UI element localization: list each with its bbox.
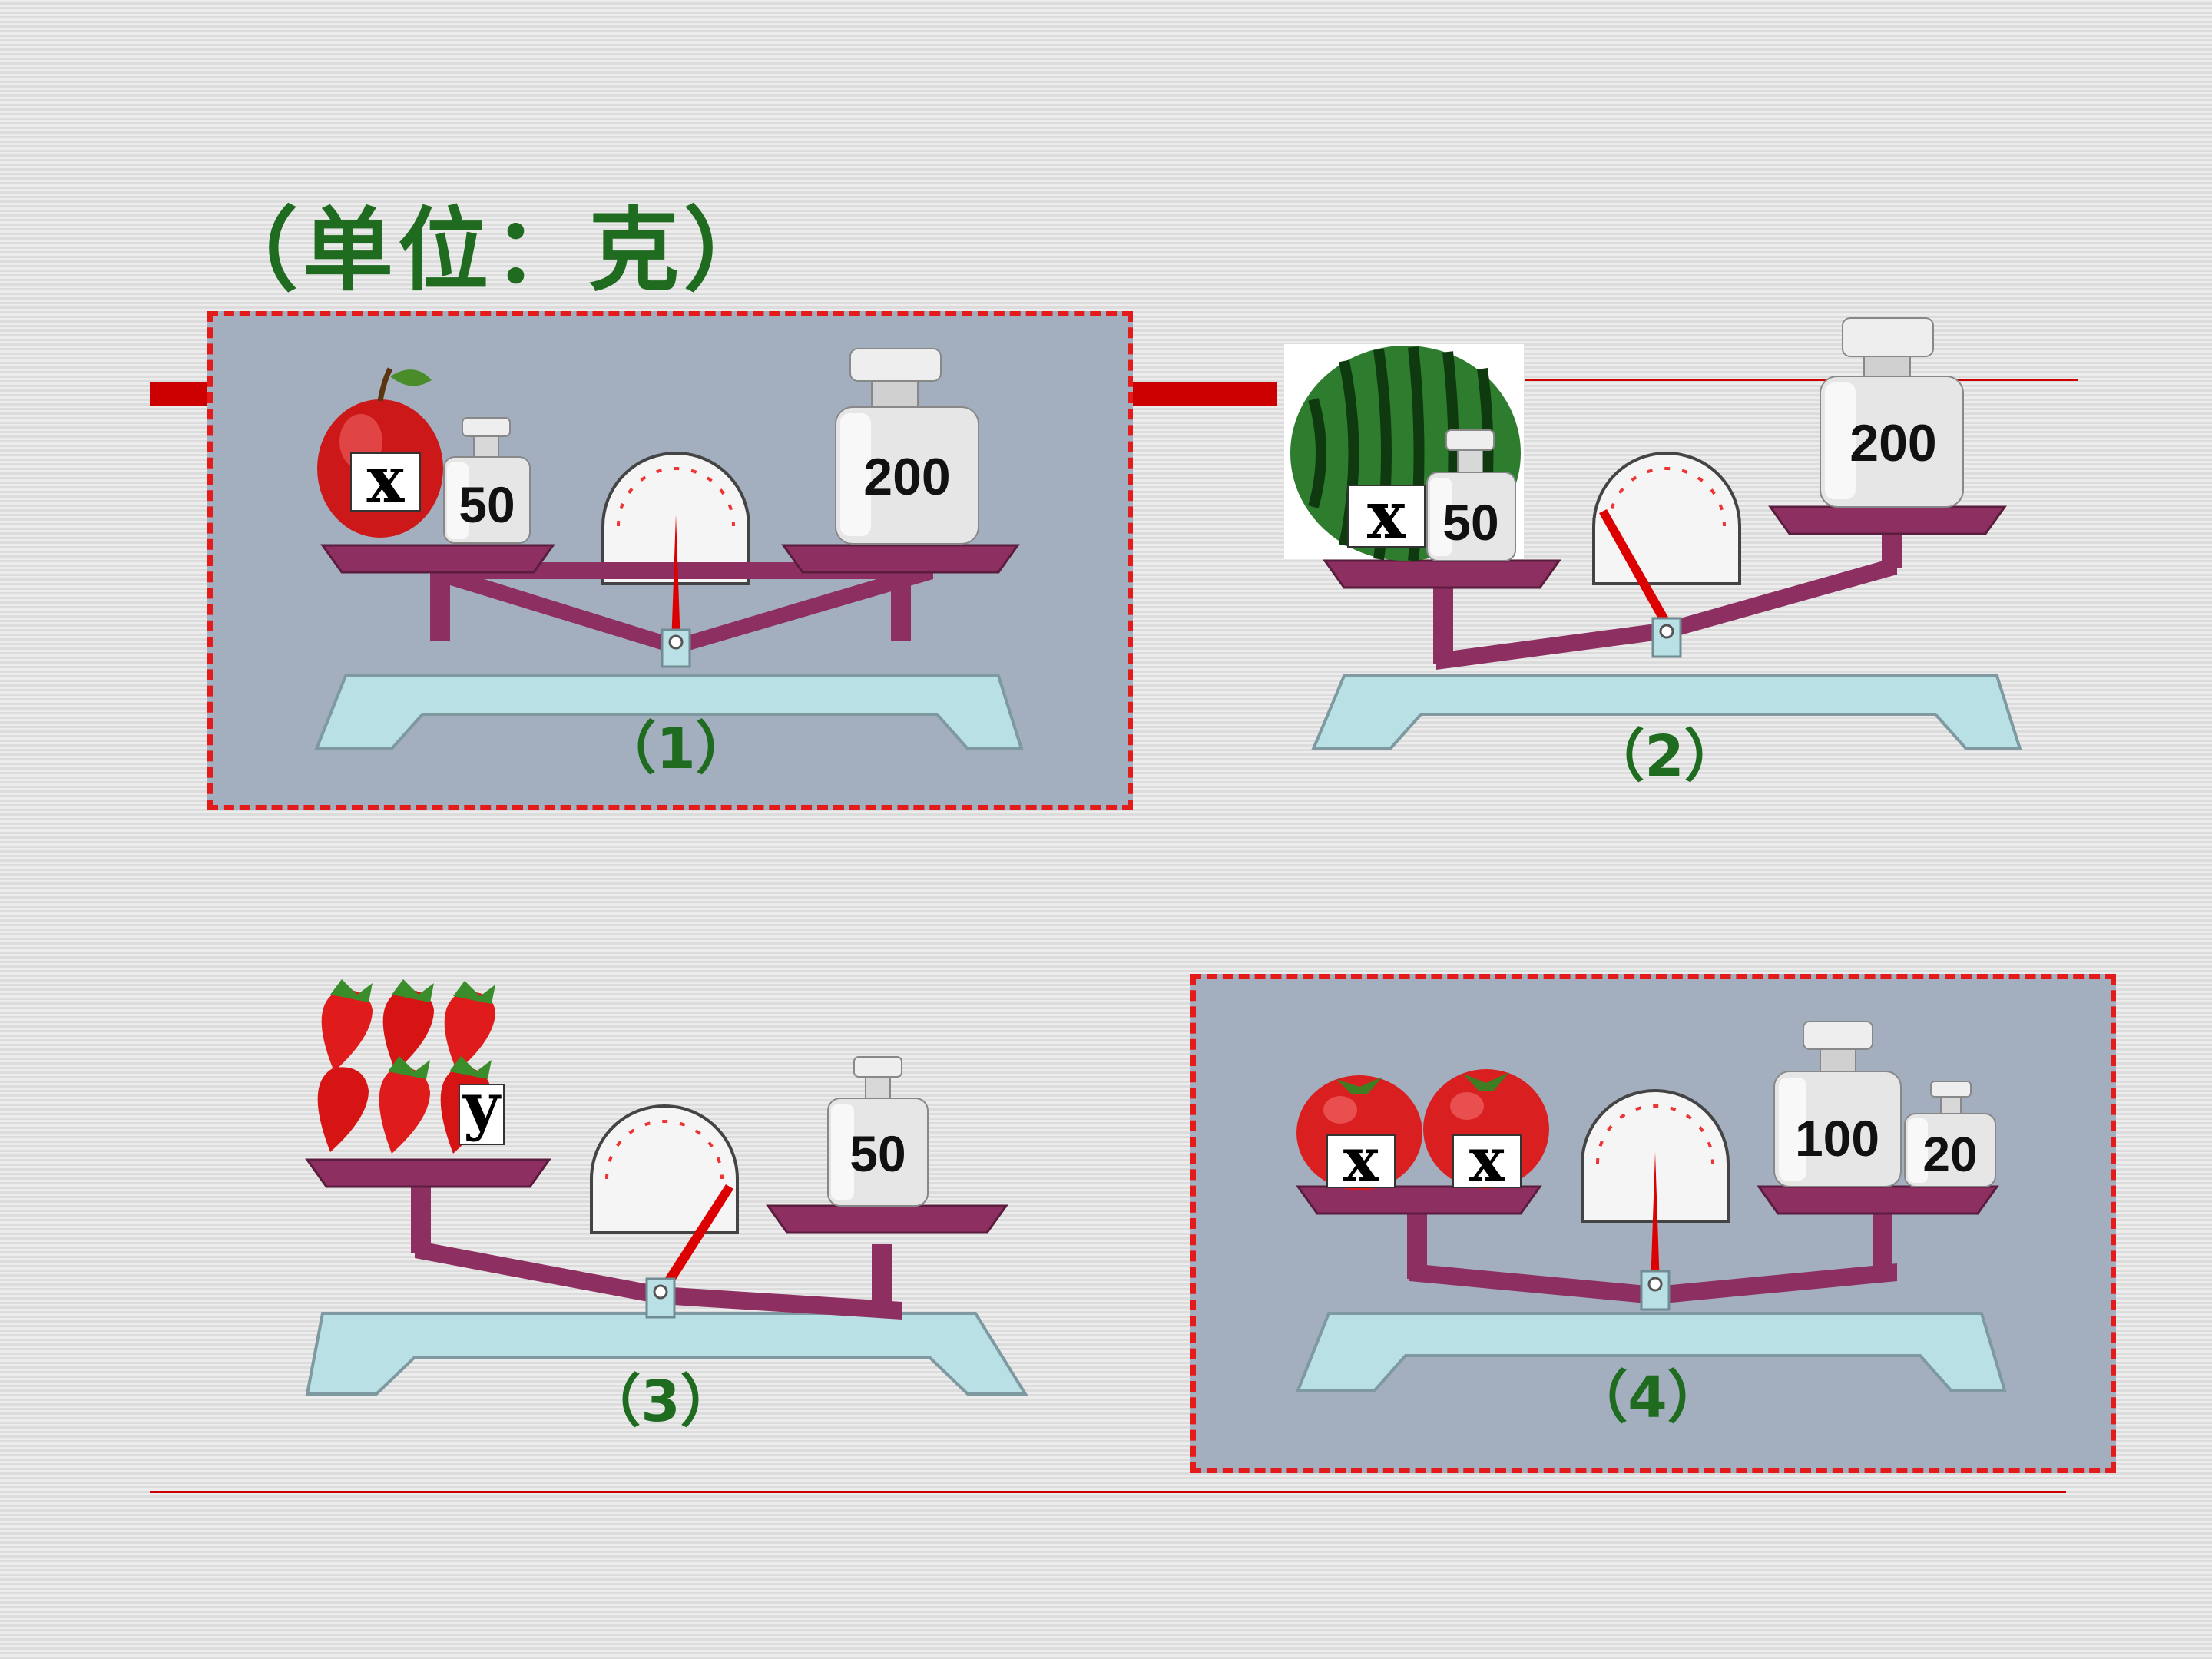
- weight-50-label: 50: [459, 476, 515, 533]
- gauge-needle: [1651, 1152, 1660, 1286]
- weight-50-icon: [1426, 429, 1516, 561]
- pivot: [1647, 1277, 1663, 1292]
- page-title: （单位：克）: [207, 197, 780, 303]
- scale-caption-2: （2）: [1588, 724, 1741, 790]
- weight-50-label: 50: [849, 1125, 906, 1182]
- weight-100-label: 100: [1795, 1110, 1879, 1167]
- scale-base: [1310, 674, 2022, 750]
- weight-200-label: 200: [863, 448, 950, 506]
- weight-200-label: 200: [1849, 414, 1936, 472]
- title-underline-bar-right: [1131, 382, 1277, 406]
- right-pan: [781, 544, 1020, 574]
- unknown-y-label: y: [462, 1069, 502, 1143]
- weight-50-icon: [827, 1056, 929, 1207]
- footer-line: [150, 1491, 2066, 1493]
- weight-200-icon: [835, 348, 979, 545]
- weight-20-icon: [1904, 1081, 1996, 1187]
- scale-caption-4: （4）: [1571, 1365, 1724, 1431]
- scale-caption-1: （1）: [599, 716, 753, 782]
- pivot: [653, 1284, 668, 1300]
- balance-scale-1: x 50 200 （1）: [314, 348, 1024, 782]
- scale-base: [305, 1312, 1028, 1396]
- weight-100-icon: [1773, 1021, 1902, 1187]
- pivot: [1659, 624, 1674, 639]
- gauge-needle: [671, 515, 680, 645]
- title-underline-bar-left: [150, 382, 211, 406]
- right-pan: [766, 1204, 1008, 1234]
- scale-base: [314, 674, 1024, 750]
- balance-scale-4: x x 100 20 （4）: [1296, 1021, 2007, 1431]
- unknown-x-label-1: x: [1343, 1125, 1380, 1195]
- unknown-x-label: x: [367, 443, 406, 517]
- gauge-needle: [656, 1184, 733, 1296]
- scale-base: [1296, 1312, 2007, 1392]
- balance-scale-2: x 50 200 （2）: [1284, 317, 2022, 790]
- scale-beam: [430, 562, 933, 654]
- gauge-dial: [1592, 452, 1741, 585]
- scale-beam: [1436, 557, 1897, 670]
- left-pan: [305, 1158, 551, 1188]
- left-pan: [1323, 559, 1561, 589]
- scale-caption-3: （3）: [584, 1369, 737, 1435]
- right-pan: [1757, 1185, 1999, 1215]
- title-underline-line: [1525, 379, 2078, 381]
- balance-scale-3: y 50 （3）: [305, 979, 1028, 1435]
- unknown-x-label: x: [1367, 477, 1406, 553]
- weight-20-label: 20: [1922, 1127, 1977, 1182]
- weight-200-icon: [1820, 317, 1964, 508]
- unknown-x-label-2: x: [1469, 1125, 1506, 1195]
- left-pan: [320, 544, 555, 574]
- gauge-dial: [590, 1104, 739, 1234]
- right-pan: [1768, 505, 2007, 535]
- weight-50-label: 50: [1442, 494, 1498, 551]
- pivot: [668, 634, 684, 650]
- scale-beam: [415, 1240, 902, 1320]
- weight-50-icon: [443, 417, 531, 544]
- gauge-needle: [1599, 509, 1673, 630]
